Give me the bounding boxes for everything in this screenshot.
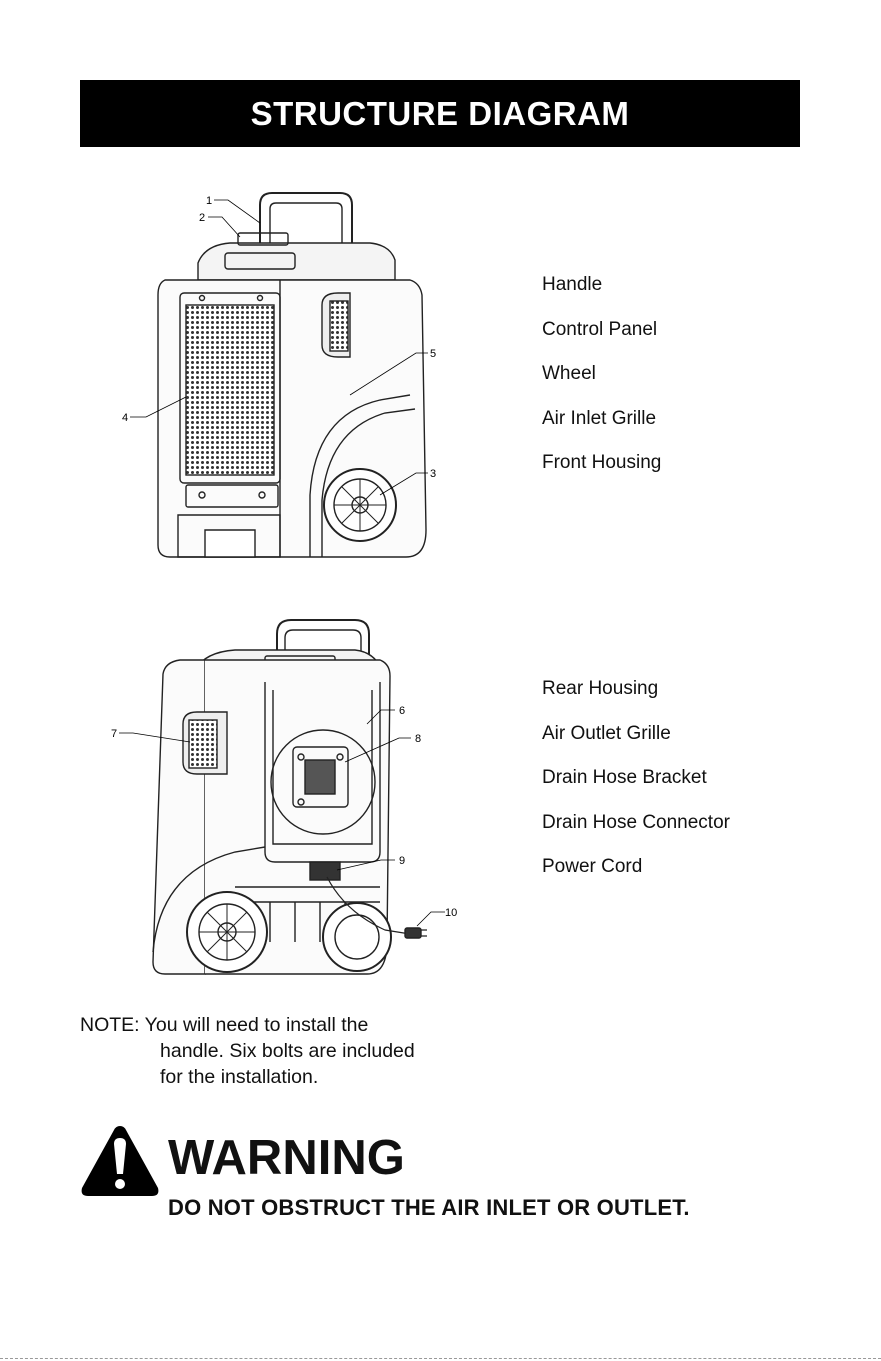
- warning-text: DO NOT OBSTRUCT THE AIR INLET OR OUTLET.: [168, 1195, 690, 1220]
- legend-item-drain-hose-bracket: Drain Hose Bracket: [542, 767, 707, 788]
- callout-10: 10: [445, 907, 457, 919]
- note-line-1: NOTE: You will need to install the: [80, 1014, 369, 1036]
- note-line-2: handle. Six bolts are included: [160, 1040, 415, 1062]
- installation-note: NOTE: You will need to install the handl…: [80, 1012, 415, 1090]
- legend-item-power-cord: Power Cord: [542, 856, 643, 877]
- warning-title: WARNING: [168, 1131, 405, 1185]
- callout-7: 7: [111, 728, 117, 740]
- callout-4: 4: [122, 412, 128, 424]
- legend-item-air-inlet-grille: Air Inlet Grille: [542, 407, 657, 429]
- callout-2: 2: [199, 212, 205, 224]
- callout-1: 1: [206, 195, 212, 207]
- front-view-diagram: 1 2 4 5 3: [110, 185, 450, 570]
- legend-item-rear-housing: Rear Housing: [542, 678, 659, 699]
- page-bottom-rule: [0, 1358, 881, 1359]
- legend-item-handle: Handle: [542, 274, 603, 295]
- front-view-illustration: 1 2 4 5 3: [122, 192, 436, 558]
- exclamation-triangle-icon: [80, 1124, 160, 1203]
- legend-item-control-panel: Control Panel: [542, 318, 658, 340]
- front-view-legend: Handle Control Panel Wheel Air Inlet Gri…: [542, 274, 661, 497]
- callout-6: 6: [399, 705, 405, 717]
- page-title: STRUCTURE DIAGRAM: [80, 80, 800, 147]
- page-title-text: STRUCTURE DIAGRAM: [250, 94, 630, 132]
- rear-view-illustration: 7 6 8 9 10: [111, 619, 457, 975]
- callout-9: 9: [399, 855, 405, 867]
- callout-8: 8: [415, 733, 421, 745]
- legend-item-wheel: Wheel: [542, 363, 596, 384]
- callout-3: 3: [430, 468, 436, 480]
- rear-view-diagram: 7 6 8 9 10: [105, 612, 465, 982]
- legend-item-air-outlet-grille: Air Outlet Grille: [542, 722, 671, 744]
- legend-item-front-housing: Front Housing: [542, 452, 662, 473]
- rear-view-legend: Rear Housing Air Outlet Grille Drain Hos…: [542, 678, 730, 901]
- legend-item-drain-hose-connector: Drain Hose Connector: [542, 811, 730, 833]
- note-line-3: for the installation.: [160, 1066, 319, 1088]
- callout-5: 5: [430, 348, 436, 360]
